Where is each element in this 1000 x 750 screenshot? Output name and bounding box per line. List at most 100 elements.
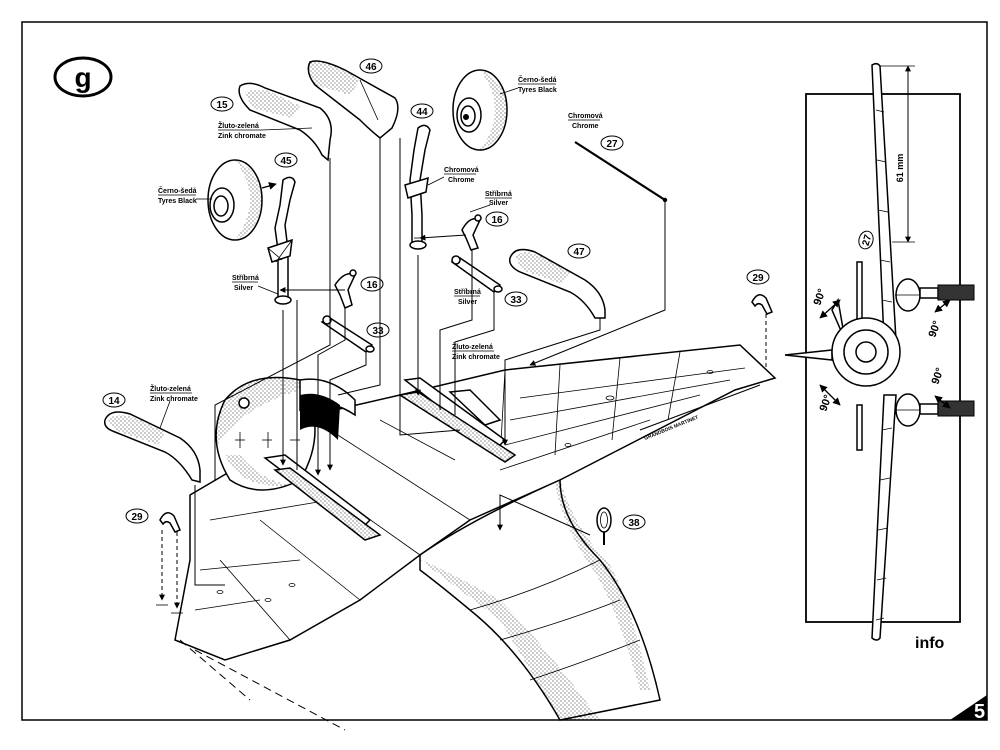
svg-text:33: 33 xyxy=(372,326,384,337)
angle-label-4: 90° xyxy=(930,366,947,386)
part-label-15: 15 xyxy=(210,96,234,112)
part-14-gear-door xyxy=(103,411,201,483)
color-callout-2: Žluto-zelená Zink chromate xyxy=(218,121,313,140)
svg-text:29: 29 xyxy=(131,512,143,523)
part-38-loop xyxy=(596,507,612,545)
wing-assembly: GRANDBOIS MARTINET xyxy=(174,344,777,731)
svg-text:29: 29 xyxy=(752,273,764,284)
color-callout-7: Stříbrná Silver xyxy=(469,191,512,213)
svg-text:16: 16 xyxy=(491,215,503,226)
color-callout-10: Žluto-zelená Zink chromate xyxy=(150,384,198,429)
part-label-47: 47 xyxy=(567,243,591,259)
svg-text:44: 44 xyxy=(416,107,428,118)
color-callout-8: Stříbrná Silver xyxy=(454,289,481,306)
svg-text:33: 33 xyxy=(510,295,522,306)
part-27-rod xyxy=(574,141,668,203)
svg-text:Tyres Black: Tyres Black xyxy=(158,198,197,205)
dimension-label: 61 mm xyxy=(895,154,905,183)
part-label-27b: 27 xyxy=(858,230,875,250)
svg-text:Zink chromate: Zink chromate xyxy=(452,354,500,361)
color-callout-1: Černo-šedá Tyres Black xyxy=(158,186,212,205)
centerline-dashed xyxy=(194,649,346,731)
svg-text:Černo-šedá: Černo-šedá xyxy=(158,186,197,195)
svg-text:16: 16 xyxy=(366,280,378,291)
color-callout-5: Chromová Chrome xyxy=(568,113,603,130)
part-label-29b: 29 xyxy=(125,508,149,524)
angle-label-2: 90° xyxy=(818,393,835,413)
front-view-wheel-bottom xyxy=(895,393,975,427)
part-label-46: 46 xyxy=(359,58,383,74)
part-33-strut-left xyxy=(320,315,375,353)
svg-text:Chrome: Chrome xyxy=(448,177,475,184)
part-29-drop-arrows xyxy=(156,530,183,614)
part-16-link-left xyxy=(334,269,357,309)
part-label-38: 38 xyxy=(622,514,646,530)
part-label-45: 45 xyxy=(274,152,298,168)
fuselage-belly xyxy=(419,478,661,721)
svg-text:15: 15 xyxy=(216,100,228,111)
page-frame xyxy=(21,21,988,721)
part-label-44: 44 xyxy=(410,103,434,119)
brand-logo: info xyxy=(915,635,945,652)
part-label-29a: 29 xyxy=(746,269,770,285)
part-47-gear-door xyxy=(508,248,606,319)
angle-label-1: 90° xyxy=(812,287,829,307)
assembly-leader-lines xyxy=(194,138,767,586)
page-number: 5 xyxy=(974,701,985,723)
page-number-badge: 5 xyxy=(950,695,987,723)
svg-text:Zink chromate: Zink chromate xyxy=(218,133,266,140)
wing-panel-lines xyxy=(194,351,761,641)
svg-text:Černo-šedá: Černo-šedá xyxy=(518,75,557,84)
svg-text:Stříbrná: Stříbrná xyxy=(485,191,512,198)
svg-text:Žluto-zelená: Žluto-zelená xyxy=(150,384,191,393)
svg-text:Žluto-zelená: Žluto-zelená xyxy=(218,121,259,130)
front-view-wheel-top xyxy=(895,278,975,312)
part-46-gear-door xyxy=(307,60,399,139)
svg-text:46: 46 xyxy=(365,62,377,73)
svg-text:Chromová: Chromová xyxy=(568,113,603,120)
panel-details xyxy=(216,370,714,602)
svg-text:Silver: Silver xyxy=(489,200,508,207)
part-label-16b: 16 xyxy=(485,211,509,227)
front-view-panel: 90° 90° 90° 90° 61 mm 27 xyxy=(784,62,975,641)
angle-label-3: 90° xyxy=(927,319,944,339)
step-badge: g xyxy=(53,56,113,98)
part-label-16a: 16 xyxy=(360,276,384,292)
part-16-link-right xyxy=(461,214,482,251)
color-callout-3: Černo-šedá Tyres Black xyxy=(499,75,557,95)
svg-text:47: 47 xyxy=(573,247,585,258)
svg-text:27: 27 xyxy=(606,139,618,150)
svg-text:Silver: Silver xyxy=(458,299,477,306)
svg-text:38: 38 xyxy=(628,518,640,529)
svg-text:Chrome: Chrome xyxy=(572,123,599,130)
svg-text:14: 14 xyxy=(108,396,120,407)
part-29-bracket-right xyxy=(751,294,773,315)
svg-text:Zink chromate: Zink chromate xyxy=(150,396,198,403)
svg-text:Tyres Black: Tyres Black xyxy=(518,87,557,94)
left-gear-leg xyxy=(267,176,296,305)
part-33-strut-right xyxy=(450,255,503,294)
part-44-wheel xyxy=(452,69,508,151)
part-45-wheel xyxy=(207,159,277,241)
part-15-gear-door xyxy=(238,82,332,162)
svg-text:Žluto-zelená: Žluto-zelená xyxy=(452,342,493,351)
left-gear-bay xyxy=(263,454,382,541)
part-label-27: 27 xyxy=(600,135,624,151)
svg-text:27: 27 xyxy=(861,233,875,247)
part-label-33a: 33 xyxy=(366,322,390,338)
svg-text:Stříbrná: Stříbrná xyxy=(232,275,259,282)
color-callout-4: Chromová Chrome xyxy=(427,167,479,186)
svg-text:Silver: Silver xyxy=(234,285,253,292)
part-label-33b: 33 xyxy=(504,291,528,307)
part-label-14: 14 xyxy=(102,392,126,408)
color-callout-9: Žluto-zelená Zink chromate xyxy=(452,342,500,361)
step-letter: g xyxy=(74,62,91,93)
svg-text:Stříbrná: Stříbrná xyxy=(454,289,481,296)
part-29-bracket-left xyxy=(159,512,181,533)
svg-text:45: 45 xyxy=(280,156,292,167)
right-gear-leg xyxy=(404,124,431,250)
svg-text:Chromová: Chromová xyxy=(444,167,479,174)
dimension-61mm: 61 mm xyxy=(880,65,915,243)
color-callout-6: Stříbrná Silver xyxy=(232,275,279,295)
